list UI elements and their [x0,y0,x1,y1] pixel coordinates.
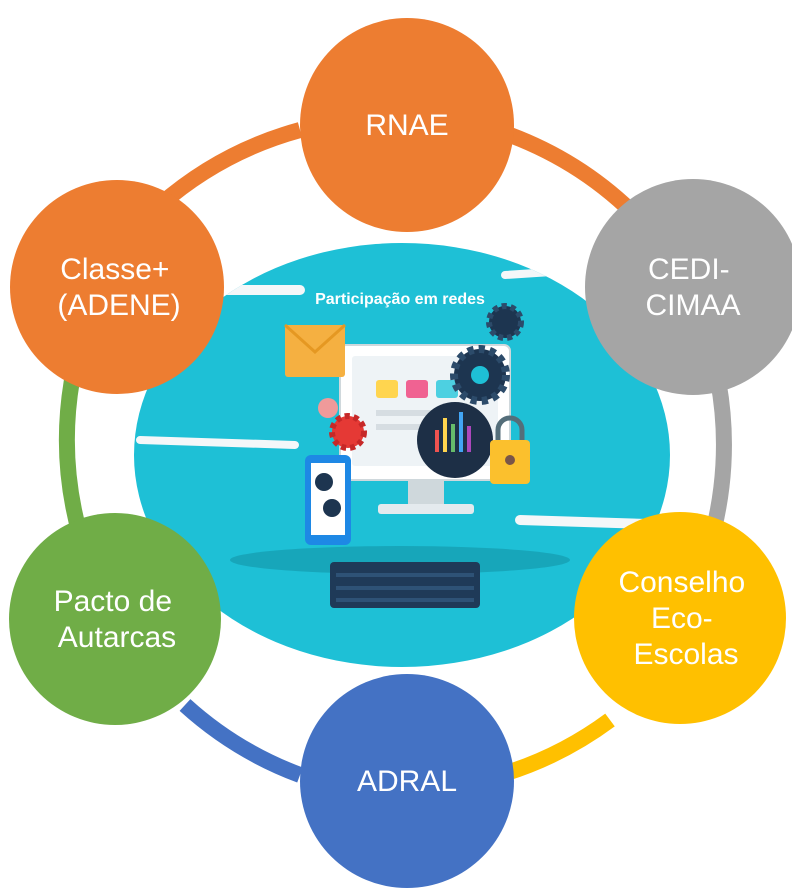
node-adral-circle [300,674,514,888]
node-pacto-de-autarcas: Pacto de Autarcas [9,513,221,725]
center-title: Participação em redes [315,291,485,308]
node-rnae: RNAE [300,18,514,232]
node-rnae-label: RNAE [365,109,448,142]
node-classe-adene: Classe+ (ADENE) [10,180,224,394]
node-conselho-circle [574,512,786,724]
arc-pacto-classe [58,378,88,538]
arc-classe-rnae [154,122,303,212]
node-pacto-circle [9,513,221,725]
node-classe-label: Classe+ (ADENE) [57,253,180,322]
node-cedi-cimaa-circle [585,179,792,395]
node-conselho-label: Conselho Eco- Escolas [618,566,753,671]
node-conselho-eco-escolas: Conselho Eco- Escolas [574,512,786,724]
node-pacto-label: Pacto de Autarcas [54,585,181,654]
node-classe-circle [10,180,224,394]
phone-icon [305,455,351,545]
node-adral: ADRAL [300,674,514,888]
gear-icon [318,303,524,451]
chart-circle-icon [417,402,493,478]
arc-conselho-adral [497,713,615,783]
arc-adral-pacto [179,699,303,783]
node-cedi-cimaa-label: CEDI- CIMAA [645,253,740,322]
node-cedi-cimaa: CEDI- CIMAA [585,179,792,395]
padlock-icon [490,415,530,484]
center-illustration: Participação em redes [134,243,670,667]
keyboard-icon [330,562,480,608]
node-rnae-circle [300,18,514,232]
node-adral-label: ADRAL [357,765,457,798]
envelope-icon [283,323,347,377]
